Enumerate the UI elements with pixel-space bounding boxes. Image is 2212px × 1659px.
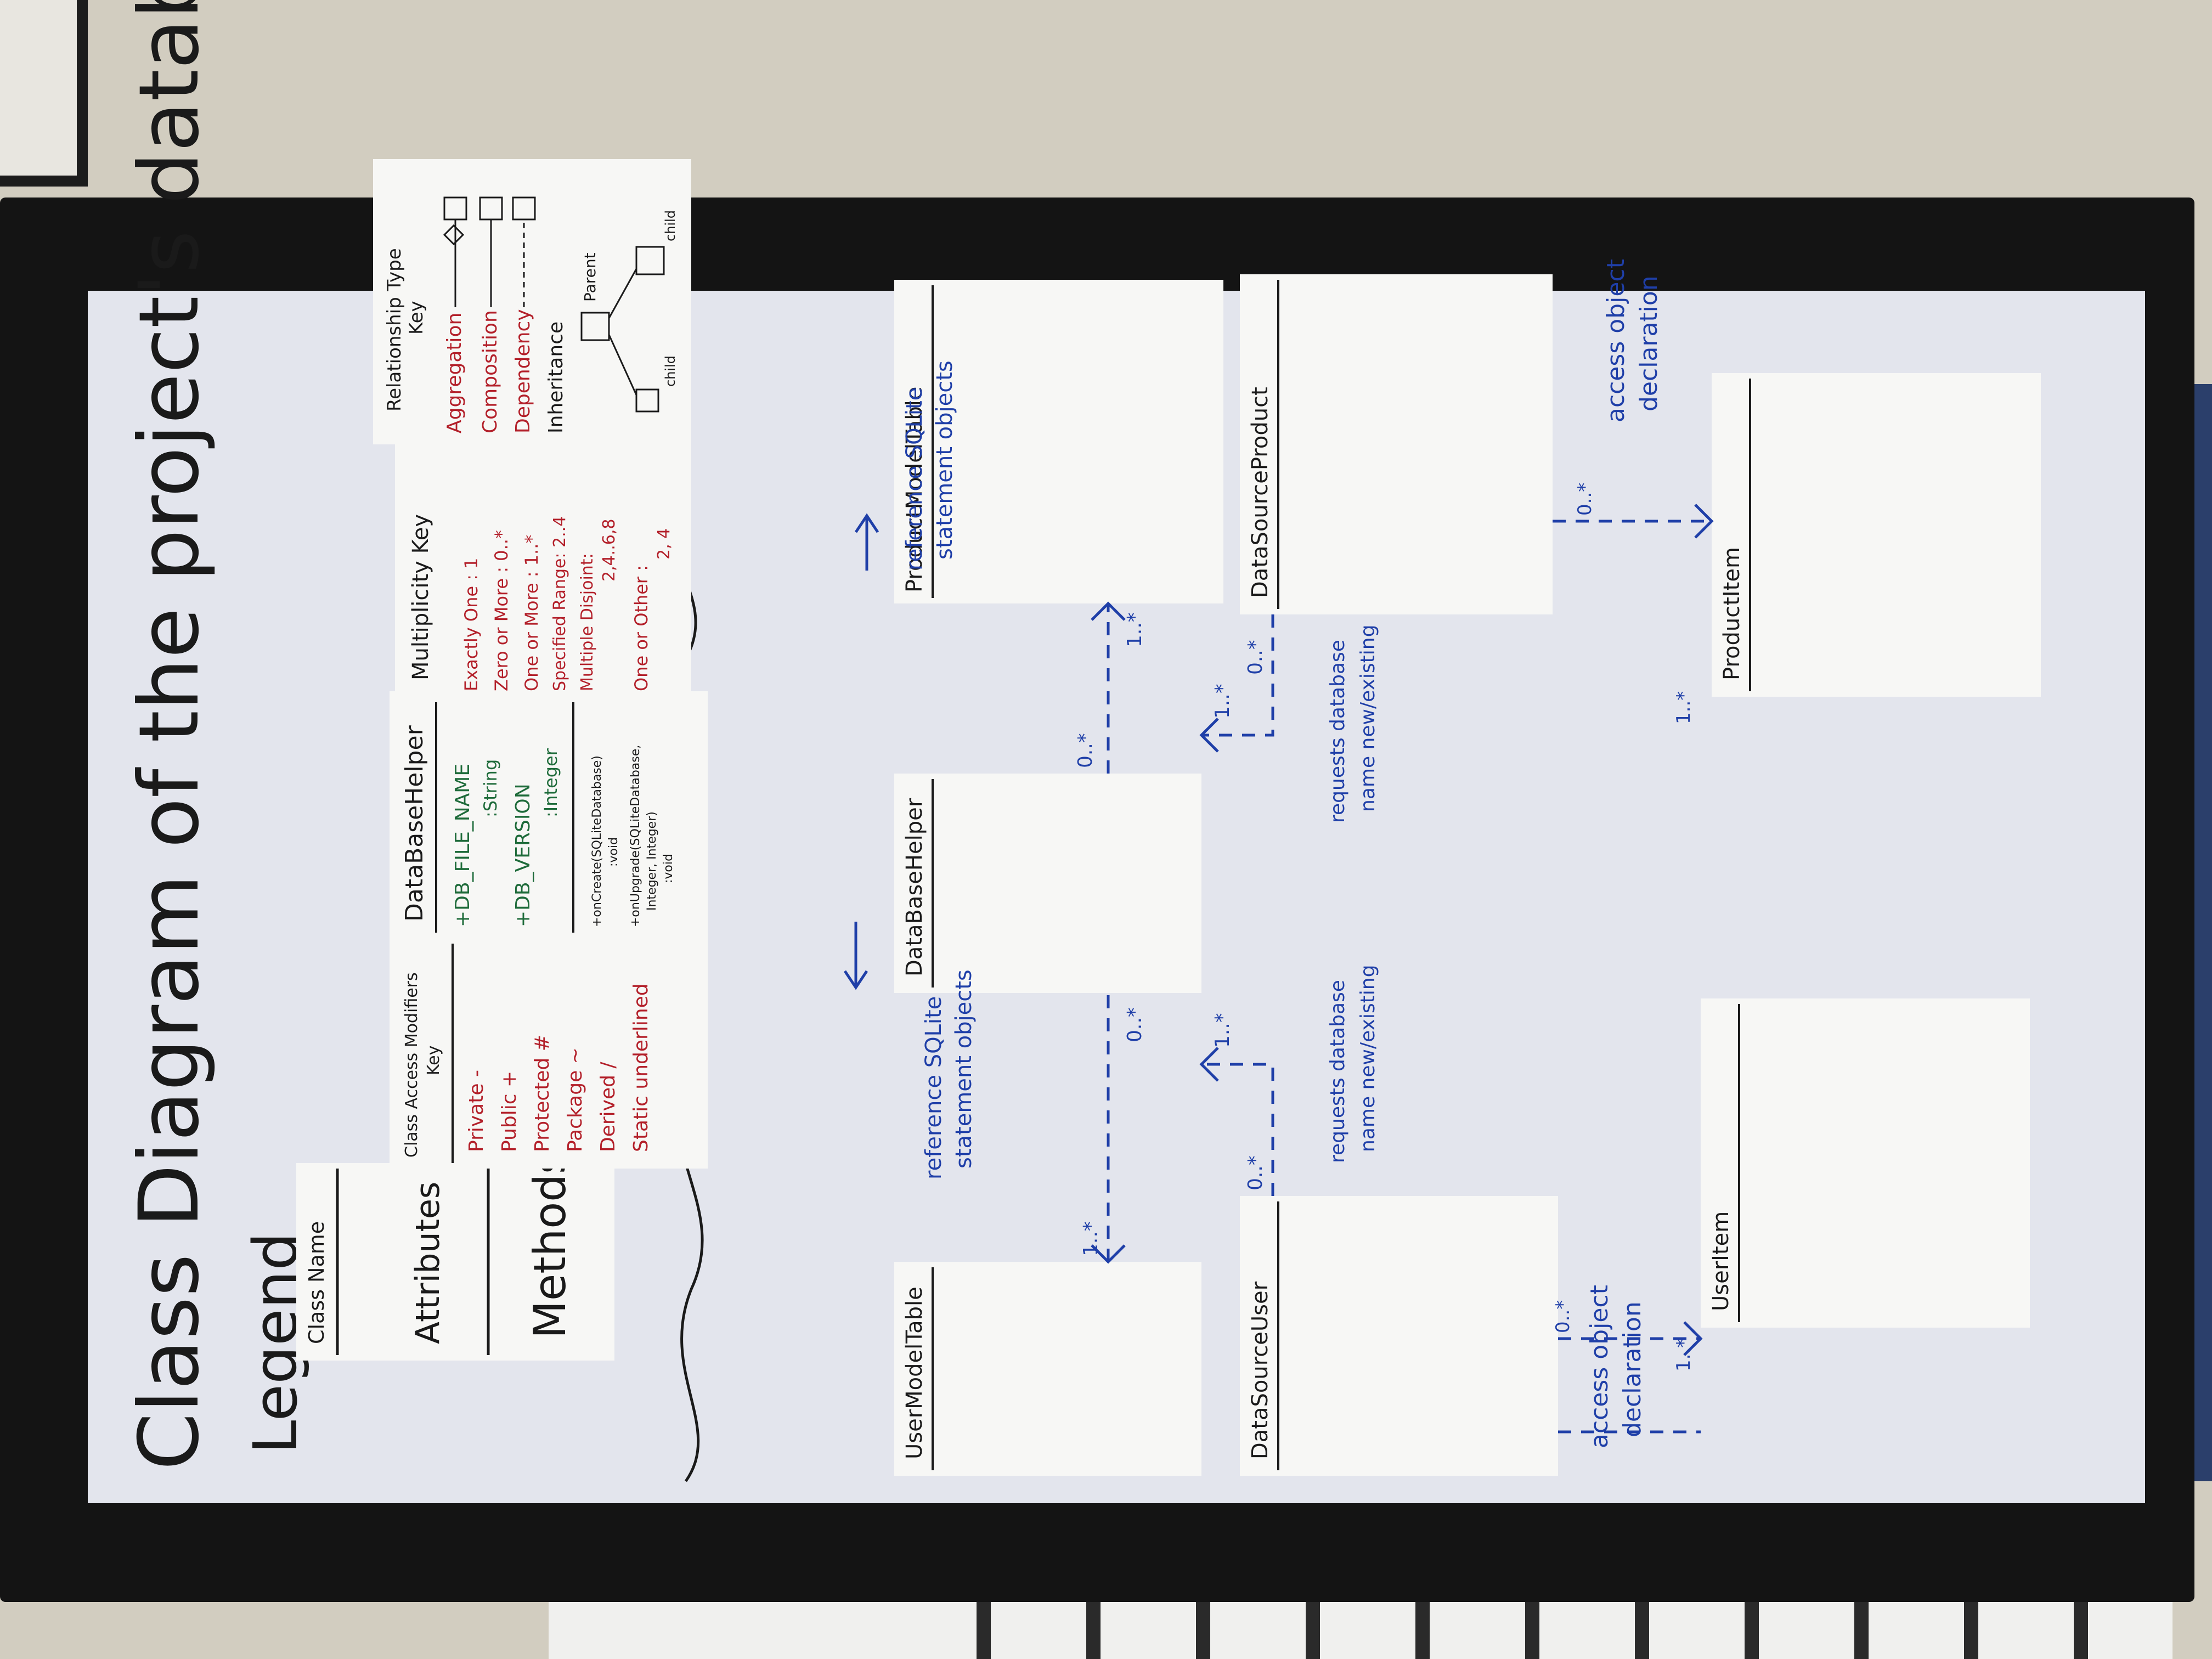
mult-helper-left: 0..* xyxy=(1124,1007,1146,1042)
svg-text:+DB_FILE_NAME: +DB_FILE_NAME xyxy=(452,764,474,927)
svg-text:Private -: Private - xyxy=(465,1070,488,1152)
svg-text:Dependency: Dependency xyxy=(512,309,534,433)
svg-text:DataBaseHelper: DataBaseHelper xyxy=(902,798,927,977)
svg-text:DataBaseHelper: DataBaseHelper xyxy=(400,725,428,922)
mult-dsp-top: 0..* xyxy=(1244,640,1267,675)
svg-text:+DB_VERSION: +DB_VERSION xyxy=(512,783,534,927)
svg-text:+onCreate(SQLiteDatabase): +onCreate(SQLiteDatabase) xyxy=(590,755,604,927)
svg-text:Multiple Disjoint:: Multiple Disjoint: xyxy=(578,553,597,691)
svg-text:DataSourceUser: DataSourceUser xyxy=(1248,1281,1273,1459)
legend-access-key: Class Access Modifiers Key Private - Pub… xyxy=(390,938,708,1169)
svg-text:Composition: Composition xyxy=(479,310,501,433)
label-requests-right-1: requests database xyxy=(1327,640,1349,823)
label-access-left-2: declaration xyxy=(1618,1301,1646,1437)
label-access-left-1: access object xyxy=(1585,1285,1613,1448)
svg-text::void: :void xyxy=(662,854,675,883)
mult-helper-bottom-left: 1..* xyxy=(1211,1013,1234,1048)
svg-text:UserModelTable: UserModelTable xyxy=(902,1286,927,1459)
svg-text:+onUpgrade(SQLiteDatabase,: +onUpgrade(SQLiteDatabase, xyxy=(629,745,642,927)
label-ref-sqlite-left-1: reference SQLite xyxy=(921,996,946,1180)
svg-text:Package ~: Package ~ xyxy=(564,1047,586,1152)
class-database-helper: DataBaseHelper xyxy=(894,774,1201,993)
svg-text:Parent: Parent xyxy=(581,252,599,302)
board-title: Class Diagram of the project's database … xyxy=(122,0,217,1470)
mult-pmt-side: 1..* xyxy=(1124,612,1146,647)
class-user-model-table: UserModelTable xyxy=(894,1262,1201,1476)
svg-text:2, 4: 2, 4 xyxy=(654,528,674,560)
svg-text:ProductModelTable: ProductModelTable xyxy=(902,387,927,592)
label-requests-left-2: name new/existing xyxy=(1357,965,1379,1152)
svg-text:Relationship Type: Relationship Type xyxy=(383,248,405,411)
mult-dsu-item-0: 0..* xyxy=(1552,1300,1574,1333)
legend-class-card: Class Name Attributes Methods xyxy=(296,1151,614,1361)
svg-text:Key: Key xyxy=(405,301,427,335)
svg-text:2,4..6,8: 2,4..6,8 xyxy=(600,519,619,582)
label-requests-left-1: requests database xyxy=(1327,980,1349,1163)
svg-text:Class Name: Class Name xyxy=(304,1221,329,1344)
svg-text:Specified Range: 2..4: Specified Range: 2..4 xyxy=(550,516,569,691)
svg-text:child: child xyxy=(663,356,678,387)
svg-text:UserItem: UserItem xyxy=(1708,1211,1734,1311)
svg-text::String: :String xyxy=(480,759,501,817)
svg-text:Attributes: Attributes xyxy=(409,1182,447,1344)
mult-helper-right: 0..* xyxy=(1074,733,1097,768)
svg-text:One or Other :: One or Other : xyxy=(631,565,652,691)
label-ref-sqlite-right-2: statement objects xyxy=(932,360,957,560)
svg-text:Protected #: Protected # xyxy=(531,1035,554,1152)
svg-text:One or More : 1..*: One or More : 1..* xyxy=(521,535,542,691)
label-access-right-1: access object xyxy=(1602,259,1630,422)
svg-text:Integer, Integer): Integer, Integer) xyxy=(645,811,659,911)
class-product-model-table: ProductModelTable xyxy=(894,280,1223,603)
label-ref-sqlite-right-1: reference SQLite xyxy=(902,387,927,571)
svg-text::Integer: :Integer xyxy=(540,748,561,817)
svg-text:DataSourceProduct: DataSourceProduct xyxy=(1248,387,1273,598)
svg-text:Inheritance: Inheritance xyxy=(545,321,567,433)
svg-text:ProductItem: ProductItem xyxy=(1719,547,1745,680)
mult-dsp-item-0: 0..* xyxy=(1574,483,1596,516)
legend-relationship-key: Relationship Type Key Aggregation Compos… xyxy=(373,159,691,444)
relationship-lines xyxy=(843,504,1714,1434)
svg-text:child: child xyxy=(663,210,678,241)
label-access-right-2: declaration xyxy=(1635,275,1663,411)
svg-text:Multiplicity Key: Multiplicity Key xyxy=(408,514,433,680)
svg-text:Public +: Public + xyxy=(498,1071,521,1152)
label-requests-right-2: name new/existing xyxy=(1357,625,1379,812)
svg-text:Derived /: Derived / xyxy=(597,1062,619,1152)
svg-text:Static underlined: Static underlined xyxy=(630,983,652,1152)
mult-umt-side: 1..* xyxy=(1080,1221,1102,1256)
legend-multiplicity-key: Multiplicity Key Exactly One : 1 Zero or… xyxy=(395,444,691,702)
svg-text:Zero or More : 0..*: Zero or More : 0..* xyxy=(491,530,512,691)
svg-text:Exactly One : 1: Exactly One : 1 xyxy=(461,557,482,691)
svg-text:Aggregation: Aggregation xyxy=(443,313,466,433)
class-data-source-user: DataSourceUser xyxy=(1240,1196,1558,1476)
mult-dsp-item-1: 1..* xyxy=(1673,691,1695,724)
class-product-item: ProductItem xyxy=(1712,373,2041,697)
mult-helper-bottom-right: 1..* xyxy=(1211,684,1234,719)
svg-text:Methods: Methods xyxy=(524,1151,575,1339)
legend-example-class: DataBaseHelper +DB_FILE_NAME :String +DB… xyxy=(390,691,708,938)
mult-dsu-item-1: 1..* xyxy=(1673,1339,1695,1372)
svg-text::void: :void xyxy=(607,837,620,867)
label-ref-sqlite-left-2: statement objects xyxy=(951,969,977,1169)
class-data-source-product: DataSourceProduct xyxy=(1240,274,1553,614)
svg-text:Class Access Modifiers: Class Access Modifiers xyxy=(402,972,421,1158)
svg-text:Key: Key xyxy=(424,1046,443,1075)
class-user-item: UserItem xyxy=(1701,998,2030,1328)
mult-dsu-top: 0..* xyxy=(1244,1155,1267,1190)
